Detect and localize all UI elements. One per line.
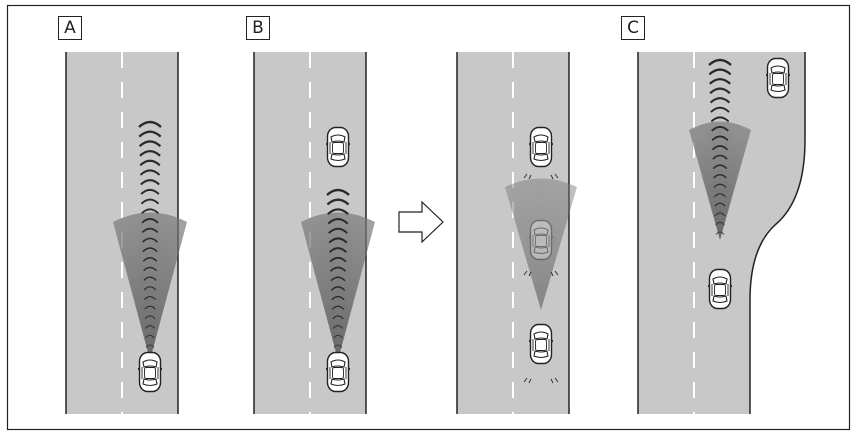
- radar-wave-mark: [330, 286, 346, 291]
- radar-wave-mark: [714, 202, 726, 207]
- radar-wave-mark: [715, 231, 725, 235]
- radar-wave-mark: [713, 174, 727, 179]
- radar-wave-mark: [711, 126, 729, 132]
- radar-wave-mark: [708, 68, 732, 76]
- radar-wave-mark: [143, 266, 157, 272]
- car-c-own: [708, 268, 732, 310]
- radar-wave-mark: [329, 266, 347, 272]
- radar-wave-mark: [138, 140, 162, 148]
- radar-wave-mark: [331, 305, 345, 310]
- radar-wave-mark: [713, 183, 727, 188]
- car-c-exit: [766, 57, 790, 99]
- radar-wave-mark: [328, 237, 348, 244]
- radar-wave-mark: [145, 344, 155, 348]
- radar-beam-b: [301, 188, 375, 360]
- radar-wave-mark: [330, 276, 346, 282]
- radar-wave-mark: [328, 227, 348, 234]
- radar-wave-mark: [140, 179, 160, 186]
- radar-wave-mark: [331, 295, 345, 301]
- radar-wave-mark: [714, 212, 726, 216]
- radar-wave-mark: [328, 247, 348, 253]
- radar-wave-mark: [712, 164, 728, 170]
- radar-wave-mark: [143, 276, 157, 281]
- radar-wave-mark: [140, 198, 160, 205]
- panel-label-c: C: [621, 16, 645, 40]
- radar-wave-mark: [327, 218, 349, 225]
- radar-wave-mark: [715, 222, 725, 226]
- radar-wave-mark: [142, 247, 158, 253]
- radar-wave-mark: [138, 130, 162, 138]
- car-b-after-front: [529, 126, 553, 168]
- radar-wave-mark: [144, 315, 156, 320]
- radar-wave-mark: [711, 135, 729, 141]
- radar-wave-mark: [711, 145, 729, 151]
- radar-wave-mark: [326, 188, 350, 196]
- radar-wave-mark: [139, 149, 161, 157]
- right-arrow-icon: [398, 200, 444, 244]
- panel-label-b: B: [246, 16, 270, 40]
- radar-wave-mark: [144, 295, 156, 300]
- radar-wave-mark: [145, 334, 155, 339]
- radar-wave-mark: [145, 325, 155, 329]
- radar-wave-mark: [329, 256, 347, 263]
- radar-wave-mark: [710, 106, 730, 113]
- radar-wave-mark: [138, 120, 162, 128]
- radar-wave-mark: [140, 188, 160, 195]
- radar-wave-mark: [141, 208, 159, 214]
- radar-wave-mark: [327, 208, 349, 215]
- radar-wave-mark: [709, 78, 731, 85]
- radar-wave-mark: [709, 97, 731, 104]
- radar-wave-mark: [141, 227, 159, 234]
- radar-wave-mark: [333, 334, 343, 339]
- radar-wave-mark: [710, 116, 730, 123]
- radar-wave-mark: [144, 305, 156, 310]
- radar-wave-mark: [714, 193, 726, 198]
- brake-marks: [523, 173, 559, 384]
- car-b-after-own: [529, 323, 553, 365]
- radar-beam-a: [113, 120, 187, 360]
- car-a-own: [138, 351, 162, 393]
- radar-wave-mark: [709, 87, 731, 95]
- car-b-after-ghost: [529, 219, 553, 261]
- radar-wave-mark: [332, 315, 344, 320]
- car-b-front: [326, 126, 350, 168]
- radar-wave-mark: [139, 159, 161, 167]
- radar-wave-mark: [142, 237, 158, 243]
- panel-label-a: A: [58, 16, 82, 40]
- radar-wave-mark: [142, 257, 158, 262]
- car-b-own: [326, 351, 350, 393]
- radar-wave-mark: [333, 344, 343, 348]
- radar-wave-mark: [326, 198, 350, 206]
- radar-wave-mark: [139, 169, 161, 176]
- radar-wave-mark: [712, 154, 728, 160]
- radar-wave-mark: [332, 325, 344, 329]
- radar-wave-mark: [708, 58, 732, 66]
- radar-beam-c: [689, 58, 751, 240]
- radar-wave-mark: [141, 218, 159, 224]
- radar-wave-mark: [143, 286, 157, 291]
